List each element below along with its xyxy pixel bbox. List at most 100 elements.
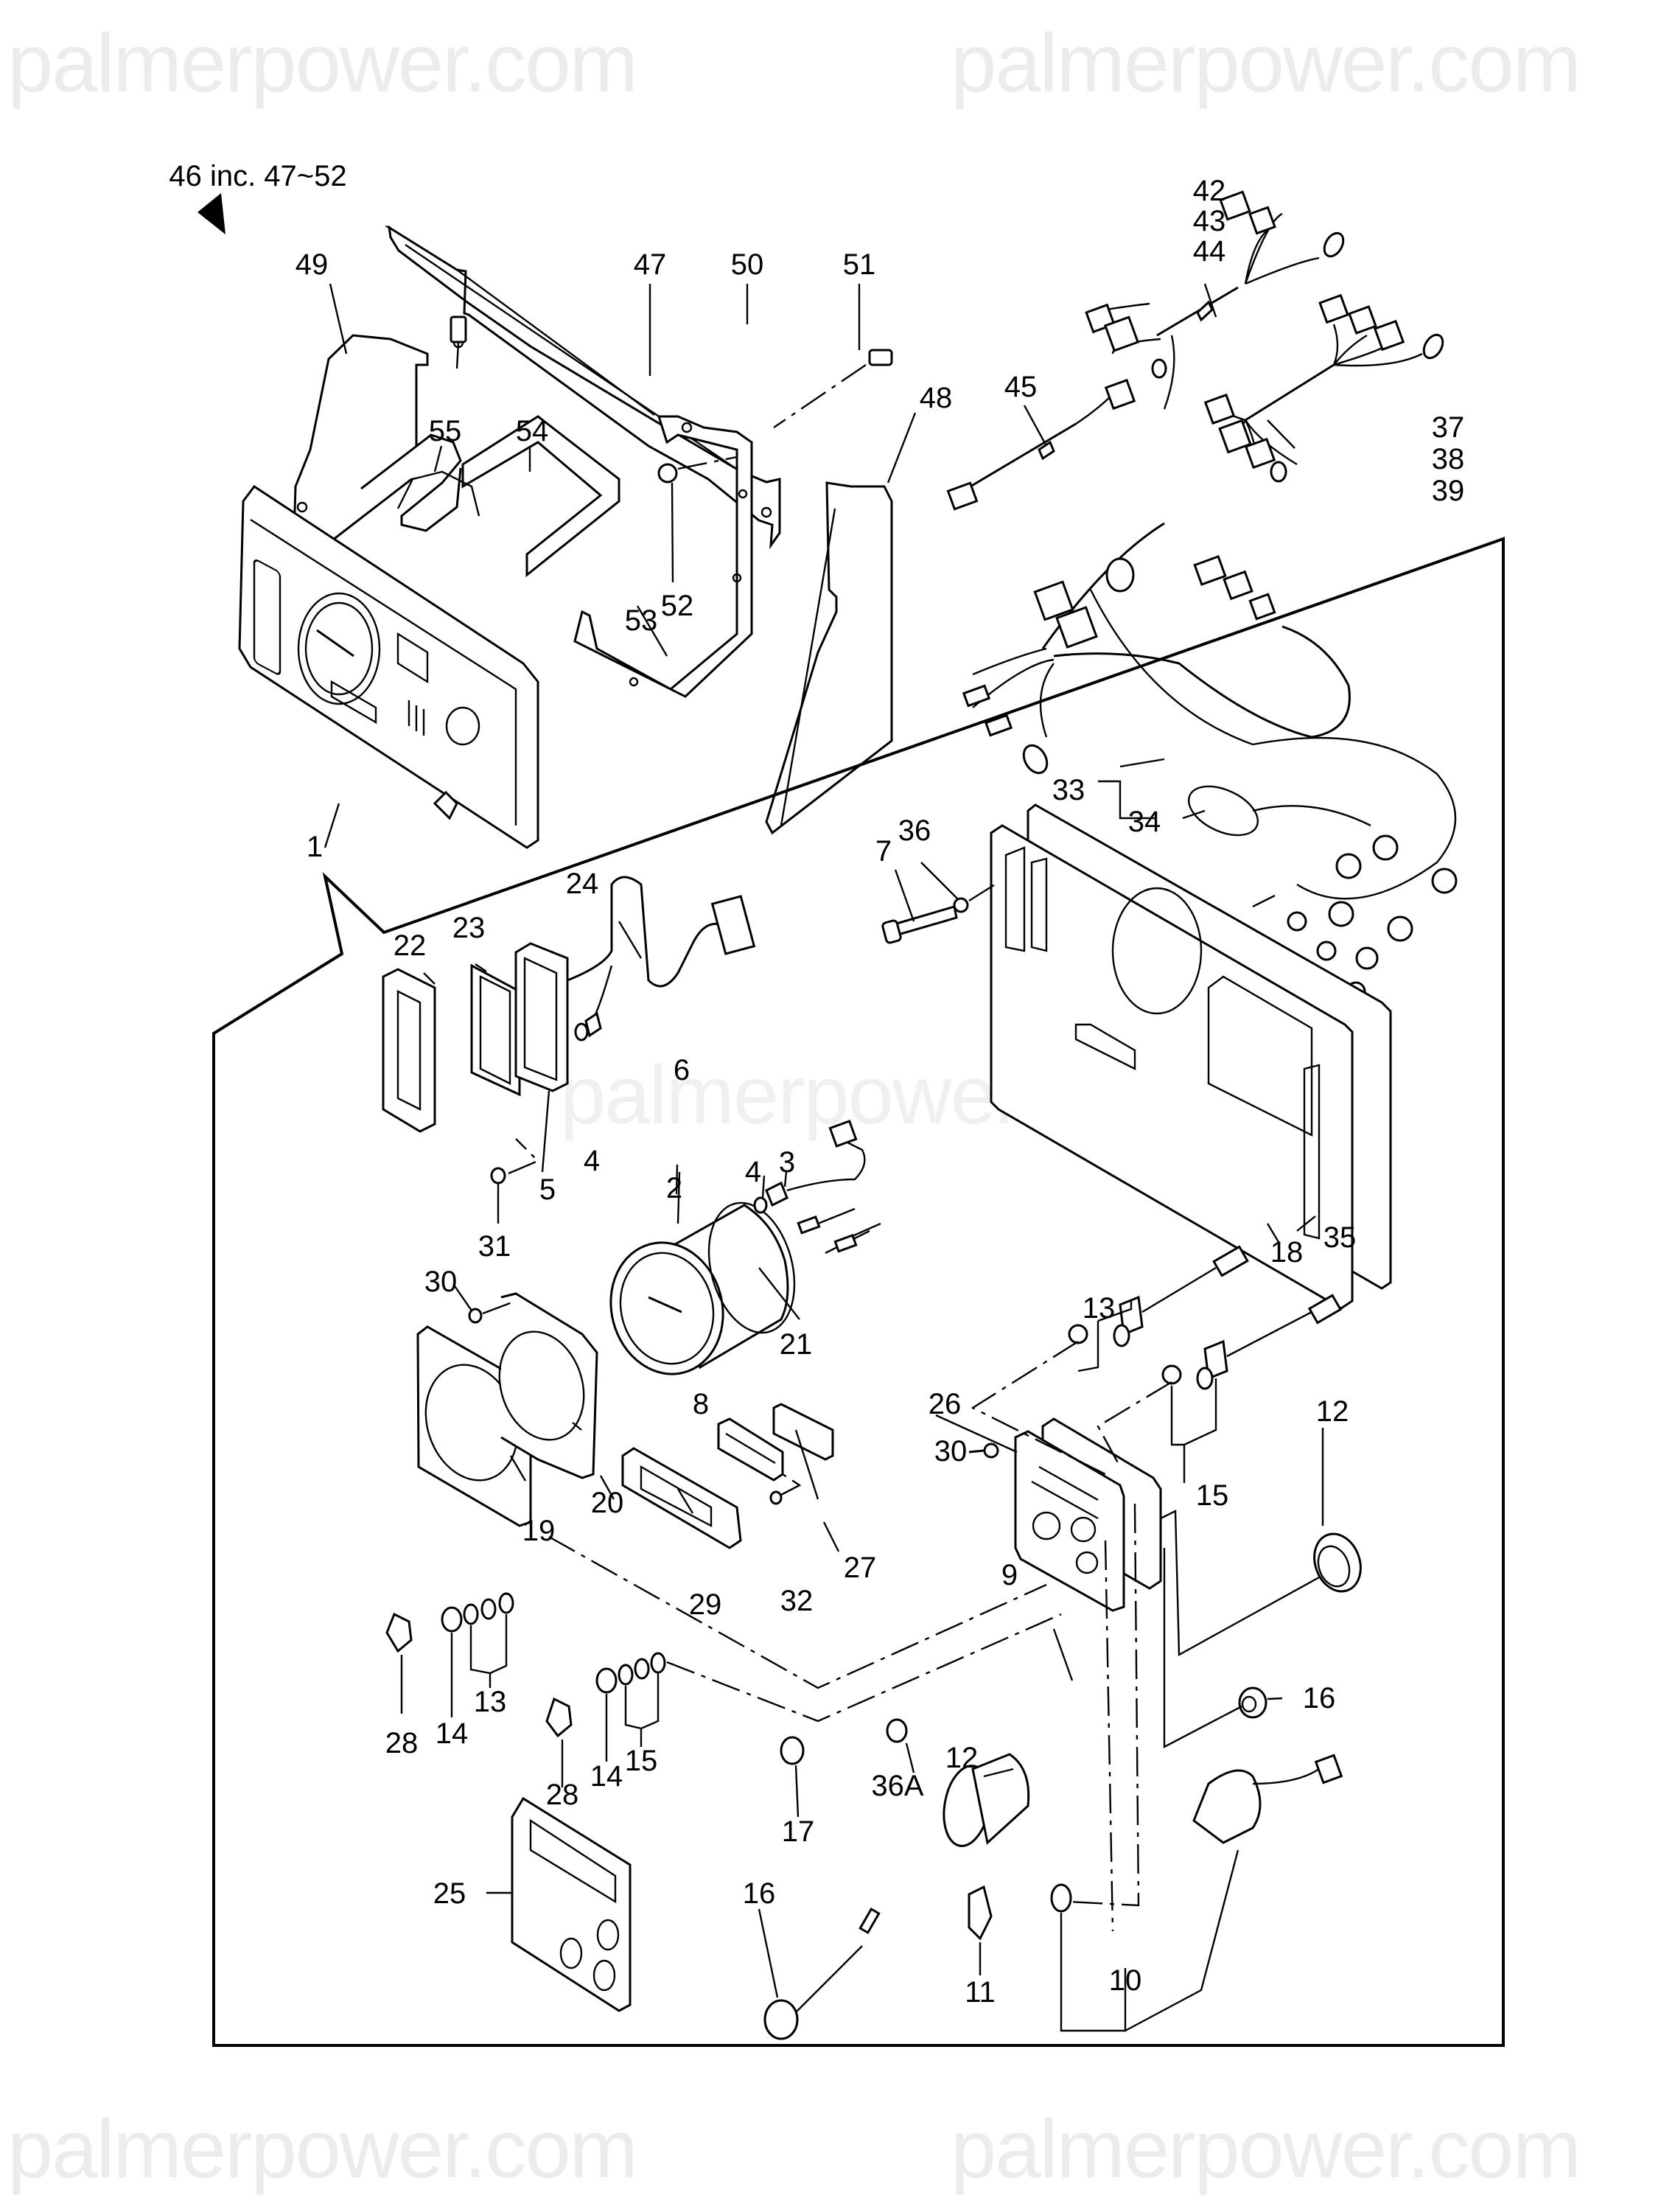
bulb-socket-3 xyxy=(765,1120,881,1255)
meter-gasket-27 xyxy=(772,1403,834,1461)
callout-3: 3 xyxy=(779,1146,795,1179)
switch-nut-12a xyxy=(1313,1532,1362,1593)
callout-1: 1 xyxy=(307,831,323,863)
callout-39: 39 xyxy=(1432,475,1465,507)
callout-34: 34 xyxy=(1128,806,1161,838)
cover-47 xyxy=(384,226,781,550)
key-switch-10 xyxy=(1050,1754,1343,1913)
pilot-lamp-16b xyxy=(763,1907,881,2040)
toggle-switch-13 xyxy=(1068,1245,1249,1347)
lamp-lens-17 xyxy=(780,1736,805,1765)
plug-36A xyxy=(886,1718,908,1743)
bracket-53 xyxy=(573,415,753,698)
bulb-4b xyxy=(753,1196,768,1214)
callout-13: 13 xyxy=(474,1686,507,1718)
callout-14: 14 xyxy=(436,1717,469,1750)
wire-harness-37-39 xyxy=(1203,293,1444,483)
callout-36A: 36A xyxy=(871,1770,923,1802)
callout-50: 50 xyxy=(731,248,764,281)
callout-29: 29 xyxy=(689,1588,722,1621)
switch-panel-9 xyxy=(1014,1430,1125,1612)
nut-52 xyxy=(657,456,738,484)
detail-frame xyxy=(212,537,1505,2047)
callout-20: 20 xyxy=(591,1487,624,1519)
callout-28: 28 xyxy=(546,1779,579,1811)
callout-11: 11 xyxy=(965,1976,996,2009)
callout-23: 23 xyxy=(452,912,486,944)
callout-10: 10 xyxy=(1109,1964,1142,1997)
panel-base-18 xyxy=(990,824,1354,1310)
callout-24: 24 xyxy=(566,868,599,900)
lamp-housing-5 xyxy=(514,942,569,1092)
callout-42: 42 xyxy=(1193,175,1226,207)
washer-36 xyxy=(953,883,996,913)
pilot-lamp-16a xyxy=(1238,1686,1267,1719)
callout-5: 5 xyxy=(539,1173,556,1206)
bolt-7 xyxy=(881,905,958,944)
callout-7: 7 xyxy=(875,835,892,868)
assembly-line xyxy=(1104,1540,1114,1932)
assembly-arrow-icon xyxy=(197,193,225,234)
callout-55: 55 xyxy=(429,415,462,447)
callout-28: 28 xyxy=(385,1727,419,1759)
bulb-4a xyxy=(574,1022,589,1042)
assembly-note: 46 inc. 47~52 xyxy=(169,160,346,192)
lens-frame-22 xyxy=(382,968,436,1133)
assembly-line xyxy=(1160,1510,1320,1657)
bolt-50 xyxy=(450,315,467,369)
bracket-55 xyxy=(360,433,462,532)
callout-54: 54 xyxy=(516,415,549,447)
callout-9: 9 xyxy=(1001,1559,1018,1591)
callout-labels: 1 2 3 4 4 5 6 7 8 9 10 11 12 12 13 13 14… xyxy=(296,175,1465,2009)
watermark: palmerpower.com xyxy=(7,17,638,109)
main-harness-33 xyxy=(962,522,1457,900)
callout-52: 52 xyxy=(661,590,694,622)
side-cover-48 xyxy=(765,481,893,835)
callout-22: 22 xyxy=(394,929,427,962)
switch-nut-14b xyxy=(595,1667,618,1694)
callout-30: 30 xyxy=(934,1435,968,1468)
wire-harness-45 xyxy=(946,378,1136,511)
callout-12: 12 xyxy=(1316,1395,1349,1428)
assembly-line xyxy=(1097,1381,1172,1468)
gauge-2 xyxy=(609,1201,796,1375)
callout-25: 25 xyxy=(433,1877,466,1910)
callout-4: 4 xyxy=(745,1156,761,1188)
screw-31 xyxy=(490,1138,540,1184)
callout-18: 18 xyxy=(1270,1236,1304,1269)
callout-8: 8 xyxy=(693,1388,709,1420)
screw-30b xyxy=(968,1442,999,1459)
assembly-line xyxy=(971,1340,1106,1476)
assembly-line xyxy=(1068,1503,1140,1907)
toggle-boot-28a xyxy=(385,1612,413,1653)
callout-37: 37 xyxy=(1432,411,1465,444)
bracket-54 xyxy=(461,415,620,578)
watermark: palmerpower.com xyxy=(7,2103,638,2195)
callout-27: 27 xyxy=(844,1552,877,1584)
instrument-panel-assembly-1 xyxy=(238,470,539,849)
callout-26: 26 xyxy=(929,1388,962,1420)
lamp-harness-6-24 xyxy=(567,876,756,1038)
key-11 xyxy=(968,1885,993,1941)
callout-35: 35 xyxy=(1323,1221,1357,1254)
assembly-line xyxy=(548,1535,1047,1689)
callout-33: 33 xyxy=(1052,774,1085,806)
callout-49: 49 xyxy=(296,248,329,281)
callout-38: 38 xyxy=(1432,443,1465,475)
callout-6: 6 xyxy=(674,1054,690,1086)
washers-13 xyxy=(463,1592,514,1625)
bolt-51 xyxy=(773,349,893,428)
leader-lines xyxy=(324,283,1324,2032)
callout-16: 16 xyxy=(743,1877,776,1910)
switch-nut-14a xyxy=(441,1606,463,1633)
lens-gasket-23 xyxy=(470,963,521,1097)
callout-47: 47 xyxy=(634,248,667,281)
callout-45: 45 xyxy=(1004,371,1038,403)
screw-32 xyxy=(769,1473,802,1505)
callout-53: 53 xyxy=(625,604,658,637)
watermark: palmerpower.com xyxy=(951,2103,1581,2195)
callout-4: 4 xyxy=(584,1145,600,1177)
callout-43: 43 xyxy=(1193,205,1226,237)
callout-15: 15 xyxy=(625,1745,658,1777)
